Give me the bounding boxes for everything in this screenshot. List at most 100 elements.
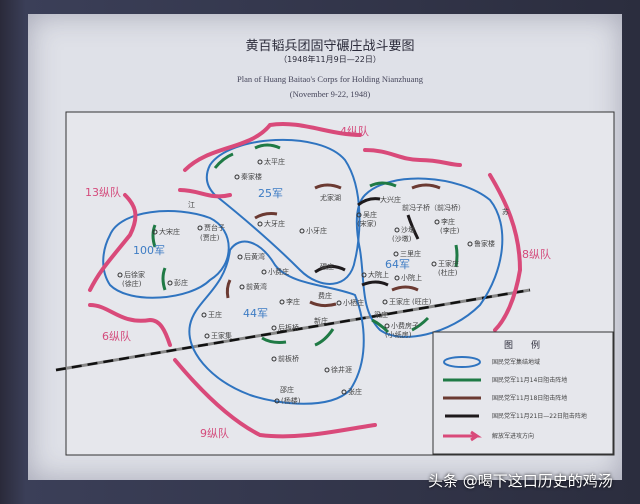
place-label: 张庄 [348, 387, 362, 396]
village-marker [341, 389, 347, 395]
attack-arrows [88, 122, 523, 439]
village-marker [117, 272, 123, 278]
place-label: 后黄湾 [244, 252, 265, 261]
village-marker [393, 251, 399, 257]
place-label: (杜庄) [438, 268, 458, 277]
legend-label: 解放军进攻方向 [492, 432, 534, 440]
army-label: 100军 [133, 244, 165, 257]
map-date: （1948年11月9日—22日） [279, 54, 381, 64]
village-marker [384, 323, 390, 329]
place-labels: 太平庄秦家楼尤家湖大牙庄小牙庄江大宋庄贾台子(贾庄)后徐家(徐庄)彭庄后黄湾小费… [117, 157, 509, 405]
village-marker [361, 272, 367, 278]
place-label: 苏 [502, 207, 509, 216]
place-label: 彭庄 [174, 278, 188, 287]
place-label: 大宋庄 [159, 227, 180, 236]
village-marker [261, 269, 267, 275]
village-marker [394, 275, 400, 281]
village-marker [336, 300, 342, 306]
place-label: (徐庄) [122, 279, 142, 288]
place-label: 大院上 [368, 270, 389, 279]
village-marker [197, 225, 203, 231]
village-marker [257, 221, 263, 227]
place-label: 前冯子桥（前冯桥） [402, 203, 465, 212]
column-label: 13纵队 [85, 185, 121, 199]
defense-positions [151, 143, 459, 347]
place-label: 邵庄 [280, 385, 294, 394]
column-label: 4纵队 [340, 124, 369, 138]
village-marker [394, 227, 400, 233]
place-label: 沙墩 [401, 225, 415, 234]
village-marker [431, 261, 437, 267]
place-label: 后板桥 [278, 323, 299, 332]
column-label: 8纵队 [522, 247, 551, 261]
area-100 [102, 210, 230, 299]
place-label: 徐井涯 [331, 365, 352, 374]
place-label: 秦家楼 [241, 172, 262, 181]
place-label: 碾庄 [320, 262, 334, 271]
legend-label: 国民党军11月14日阻击阵地 [492, 376, 567, 384]
place-label: 大兴庄 [380, 195, 401, 204]
village-marker [271, 325, 277, 331]
village-marker [434, 219, 440, 225]
place-label: 王庄 [208, 310, 222, 319]
village-marker [467, 241, 473, 247]
legend-ellipse-icon [443, 356, 481, 368]
place-label: 李庄 [441, 217, 455, 226]
village-marker [257, 159, 263, 165]
place-label: 费庄 [318, 291, 332, 300]
place-label: 尤家湖 [320, 193, 341, 202]
village-marker [152, 229, 158, 235]
army-label: 64军 [385, 258, 410, 271]
army-label: 44军 [243, 307, 268, 320]
place-label: 后徐家 [124, 270, 145, 279]
place-label: 小牙庄 [306, 226, 327, 235]
place-label: 王家集 [211, 331, 232, 340]
village-marker [274, 398, 280, 404]
village-marker [356, 212, 362, 218]
place-label: 王家庄 [438, 259, 459, 268]
place-label: 前板桥 [278, 354, 299, 363]
village-marker [271, 356, 277, 362]
place-label: 江 [188, 201, 195, 209]
place-label: 新庄 [314, 316, 328, 325]
place-label: 王家庄 [389, 297, 410, 306]
place-label: 李庄 [286, 297, 300, 306]
place-label: 太平庄 [264, 157, 285, 166]
village-marker [382, 299, 388, 305]
village-marker [239, 284, 245, 290]
area-44 [188, 240, 365, 405]
village-marker [237, 254, 243, 260]
railway [55, 288, 531, 372]
village-marker [279, 299, 285, 305]
legend-title: 图 例 [504, 339, 540, 351]
watermark: 头条 @喝下这口历史的鸡汤 [428, 472, 613, 490]
place-label: 小栖庄 [343, 298, 364, 307]
village-marker [324, 367, 330, 373]
place-label: 梁庄 [374, 310, 388, 319]
place-label: (杨楼) [281, 396, 301, 405]
column-label: 9纵队 [200, 426, 229, 440]
place-label: (旺庄) [412, 297, 432, 306]
column-label: 6纵队 [102, 329, 131, 343]
place-label: 鲁家楼 [474, 239, 495, 248]
village-marker [299, 228, 305, 234]
place-label: (宋家) [357, 219, 377, 228]
place-label: (小纸房) [385, 330, 412, 339]
place-label: 小院上 [401, 273, 422, 282]
map-title-en: Plan of Huang Baitao's Corps for Holding… [237, 74, 424, 84]
place-label: 前黄湾 [246, 282, 267, 291]
area-64 [355, 177, 504, 338]
village-marker [201, 312, 207, 318]
village-marker [234, 174, 240, 180]
place-label: 贾台子 [204, 223, 225, 232]
legend-arrow-icon [443, 430, 482, 442]
place-label: 三里庄 [400, 249, 421, 258]
legend-label: 国民党军11月21日—22日阻击阵地 [492, 412, 587, 420]
legend-label: 国民党军11月18日阻击阵地 [492, 394, 567, 402]
army-label: 25军 [258, 187, 283, 200]
place-label: 吴庄 [363, 210, 377, 219]
place-label: (贾庄) [200, 233, 220, 242]
village-marker [167, 280, 173, 286]
map-date-en: (November 9-22, 1948) [290, 89, 371, 99]
